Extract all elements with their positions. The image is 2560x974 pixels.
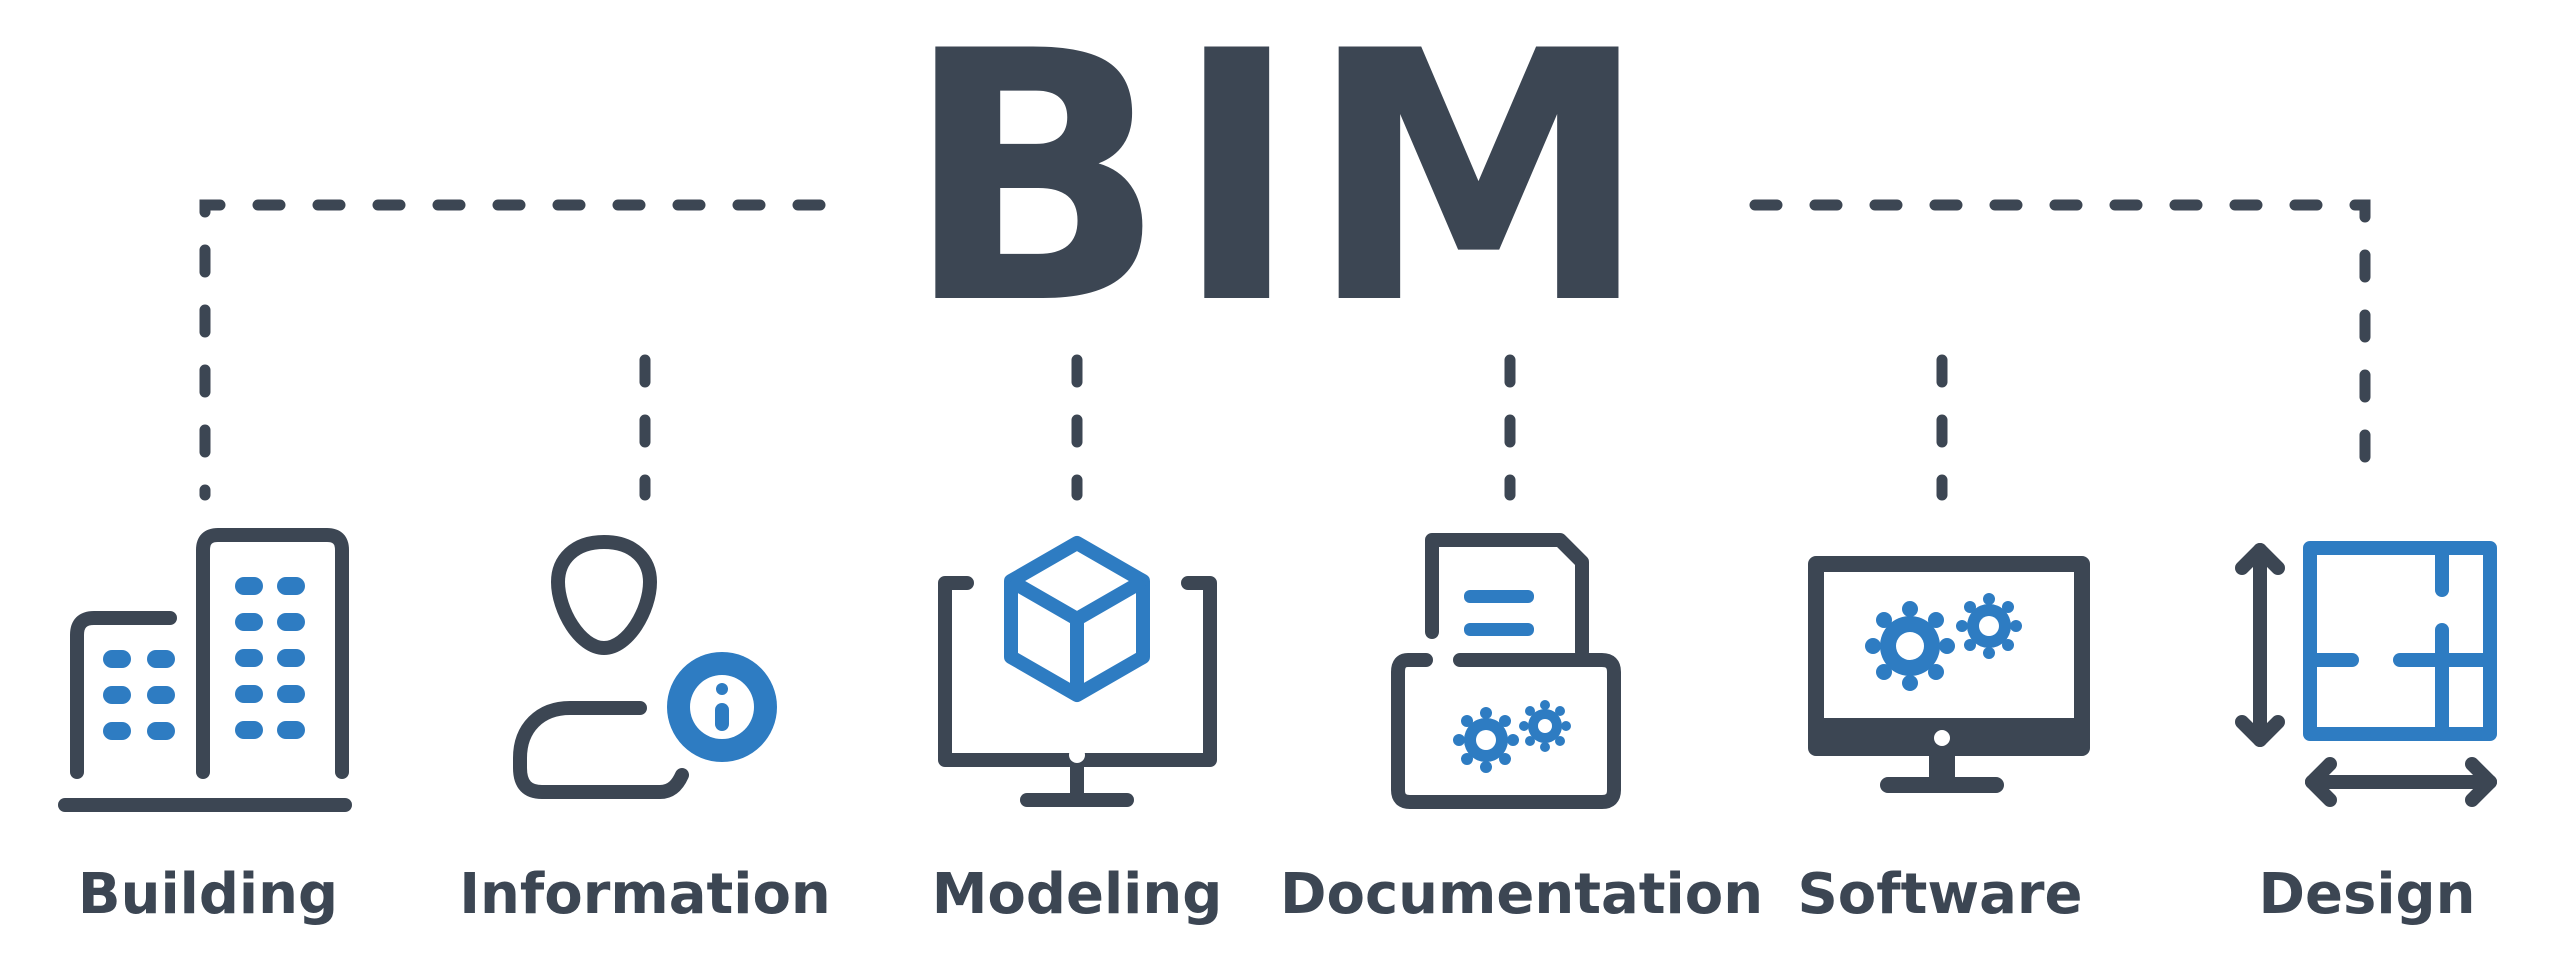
main-title: BIM	[903, 0, 1657, 380]
person-info-icon	[513, 535, 777, 799]
floor-plan-icon	[2235, 541, 2497, 807]
document-printer-icon	[1391, 533, 1621, 809]
label-software: Software	[1797, 862, 2083, 927]
label-design: Design	[2258, 862, 2476, 927]
label-building: Building	[77, 862, 339, 927]
monitor-cube-icon	[938, 536, 1217, 807]
label-information: Information	[459, 862, 831, 927]
label-documentation: Documentation	[1280, 862, 1764, 927]
left-bracket-connector	[199, 199, 826, 501]
monitor-gears-icon	[1808, 556, 2090, 793]
label-modeling: Modeling	[931, 862, 1223, 927]
right-bracket-connector	[1749, 199, 2371, 501]
building-icon	[58, 528, 352, 812]
